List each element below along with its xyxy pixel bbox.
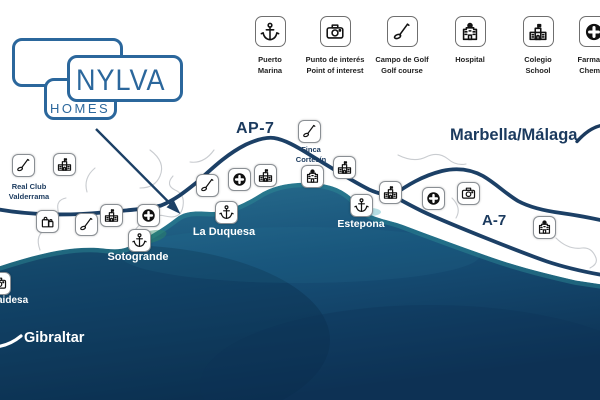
hospital-icon [454,16,486,47]
road-a7-coastal-path [392,194,600,277]
legend-label-line2: School [525,65,551,75]
real-club-valderrama-label: Real Club Valderrama [8,182,50,201]
pharmacy-marker[interactable] [136,203,160,227]
school-marker[interactable] [99,203,123,227]
road-ap7-east-path [392,167,600,222]
sea-shade [200,305,600,400]
golf-icon [386,16,418,47]
golf-marker[interactable] [297,119,321,143]
pharmacy-marker[interactable] [227,167,251,191]
hospital-marker[interactable] [532,215,556,239]
anchor-marker[interactable] [214,200,238,224]
camera-marker[interactable] [456,181,480,205]
estepona-label: Estepona [337,218,385,230]
legend-label-line2: Chemist [579,65,600,75]
school-marker[interactable] [52,152,76,176]
legend-item-hospital: Hospital [435,16,505,66]
pharmacy-marker[interactable] [421,186,445,210]
pharmacy-icon [578,16,600,47]
legend-label-line2: Golf course [381,65,423,75]
legend-label-line1: Hospital [455,55,485,64]
shopping-marker[interactable] [35,209,59,233]
logo-rect-brand: NYLVA [67,55,183,102]
school-marker[interactable] [332,155,356,179]
hospital-marker[interactable] [300,164,324,188]
nylva-logo: HOMES NYLVA [0,0,200,140]
golf-marker[interactable] [11,153,35,177]
alcaidesa-label-partial: aidesa [0,295,29,306]
legend-label-line2: Point of interest [306,65,364,75]
legend-label-line2: Marina [257,65,283,75]
school-marker[interactable] [378,180,402,204]
ap7-road-label: AP-7 [236,120,275,137]
anchor-marker[interactable] [349,193,373,217]
sea-shade [0,245,330,400]
sotogrande-label: Sotogrande [107,251,169,263]
golf-marker[interactable] [195,173,219,197]
finca-cortesin-label: Finca Cortesín [295,145,327,164]
school-icon [522,16,554,47]
anchor-icon [254,16,286,47]
marbella-malaga-label: Marbella/Málaga [450,126,578,144]
legend-label-line1: Colegio [524,55,552,64]
logo-pointer-arrow [95,128,181,214]
legend-label-line1: Puerto [258,55,282,64]
legend-label-line1: Campo de Golf [375,55,429,64]
legend-label-line1: Farmacia [577,55,600,64]
legend-label-line1: Punto de interés [305,55,365,64]
gibraltar-label: Gibraltar [24,330,85,346]
logo-homes-text: HOMES [50,101,111,116]
marbella-direction-arrow [575,124,600,144]
gibraltar-direction-arrow [0,334,23,348]
anchor-marker[interactable] [127,228,151,252]
golf-marker[interactable] [74,212,98,236]
legend-item-chemist: FarmaciaChemist [559,16,600,76]
camera-marker[interactable] [0,271,11,295]
la-duquesa-label: La Duquesa [192,226,256,238]
sea-highlight [120,227,480,283]
camera-icon [319,16,351,47]
school-marker[interactable] [253,163,277,187]
logo-brand-text: NYLVA [76,64,166,97]
a7-road-label: A-7 [482,212,507,229]
